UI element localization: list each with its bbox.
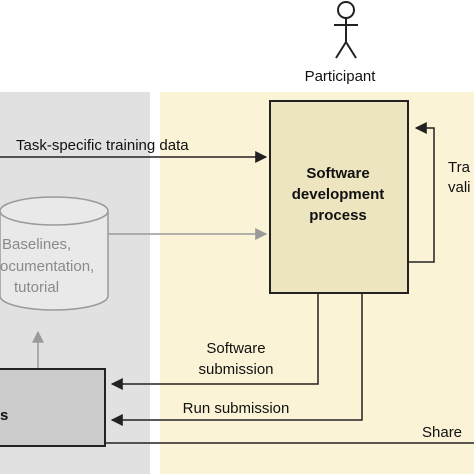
left-box: [0, 368, 106, 447]
run-submission-label: Run submission: [183, 400, 290, 417]
right-label-2: vali: [448, 179, 471, 196]
database-line-1: Baselines,: [2, 236, 71, 253]
database-line-3: tutorial: [14, 279, 59, 296]
software-submission-arrow: [110, 293, 319, 390]
self-loop-arrow: [408, 122, 435, 263]
task-data-label: Task-specific training data: [16, 137, 189, 154]
right-label-1: Tra: [448, 159, 471, 176]
software-submission-line-2: submission: [198, 361, 273, 378]
process-box-line-1: Software: [306, 165, 369, 182]
participant-label: Participant: [305, 68, 377, 85]
shared-label: Share: [422, 424, 462, 441]
software-development-process-box: [269, 100, 409, 294]
database-line-2: ocumentation,: [0, 258, 94, 275]
software-submission-line-1: Software: [206, 340, 265, 357]
run-submission-arrow: [110, 293, 363, 426]
process-box-line-3: process: [309, 207, 367, 224]
participant-stick-figure-icon: [334, 1, 358, 59]
process-box-line-2: development: [292, 186, 385, 203]
database-cylinder-icon: [0, 196, 109, 311]
left-box-label: s: [0, 407, 8, 424]
